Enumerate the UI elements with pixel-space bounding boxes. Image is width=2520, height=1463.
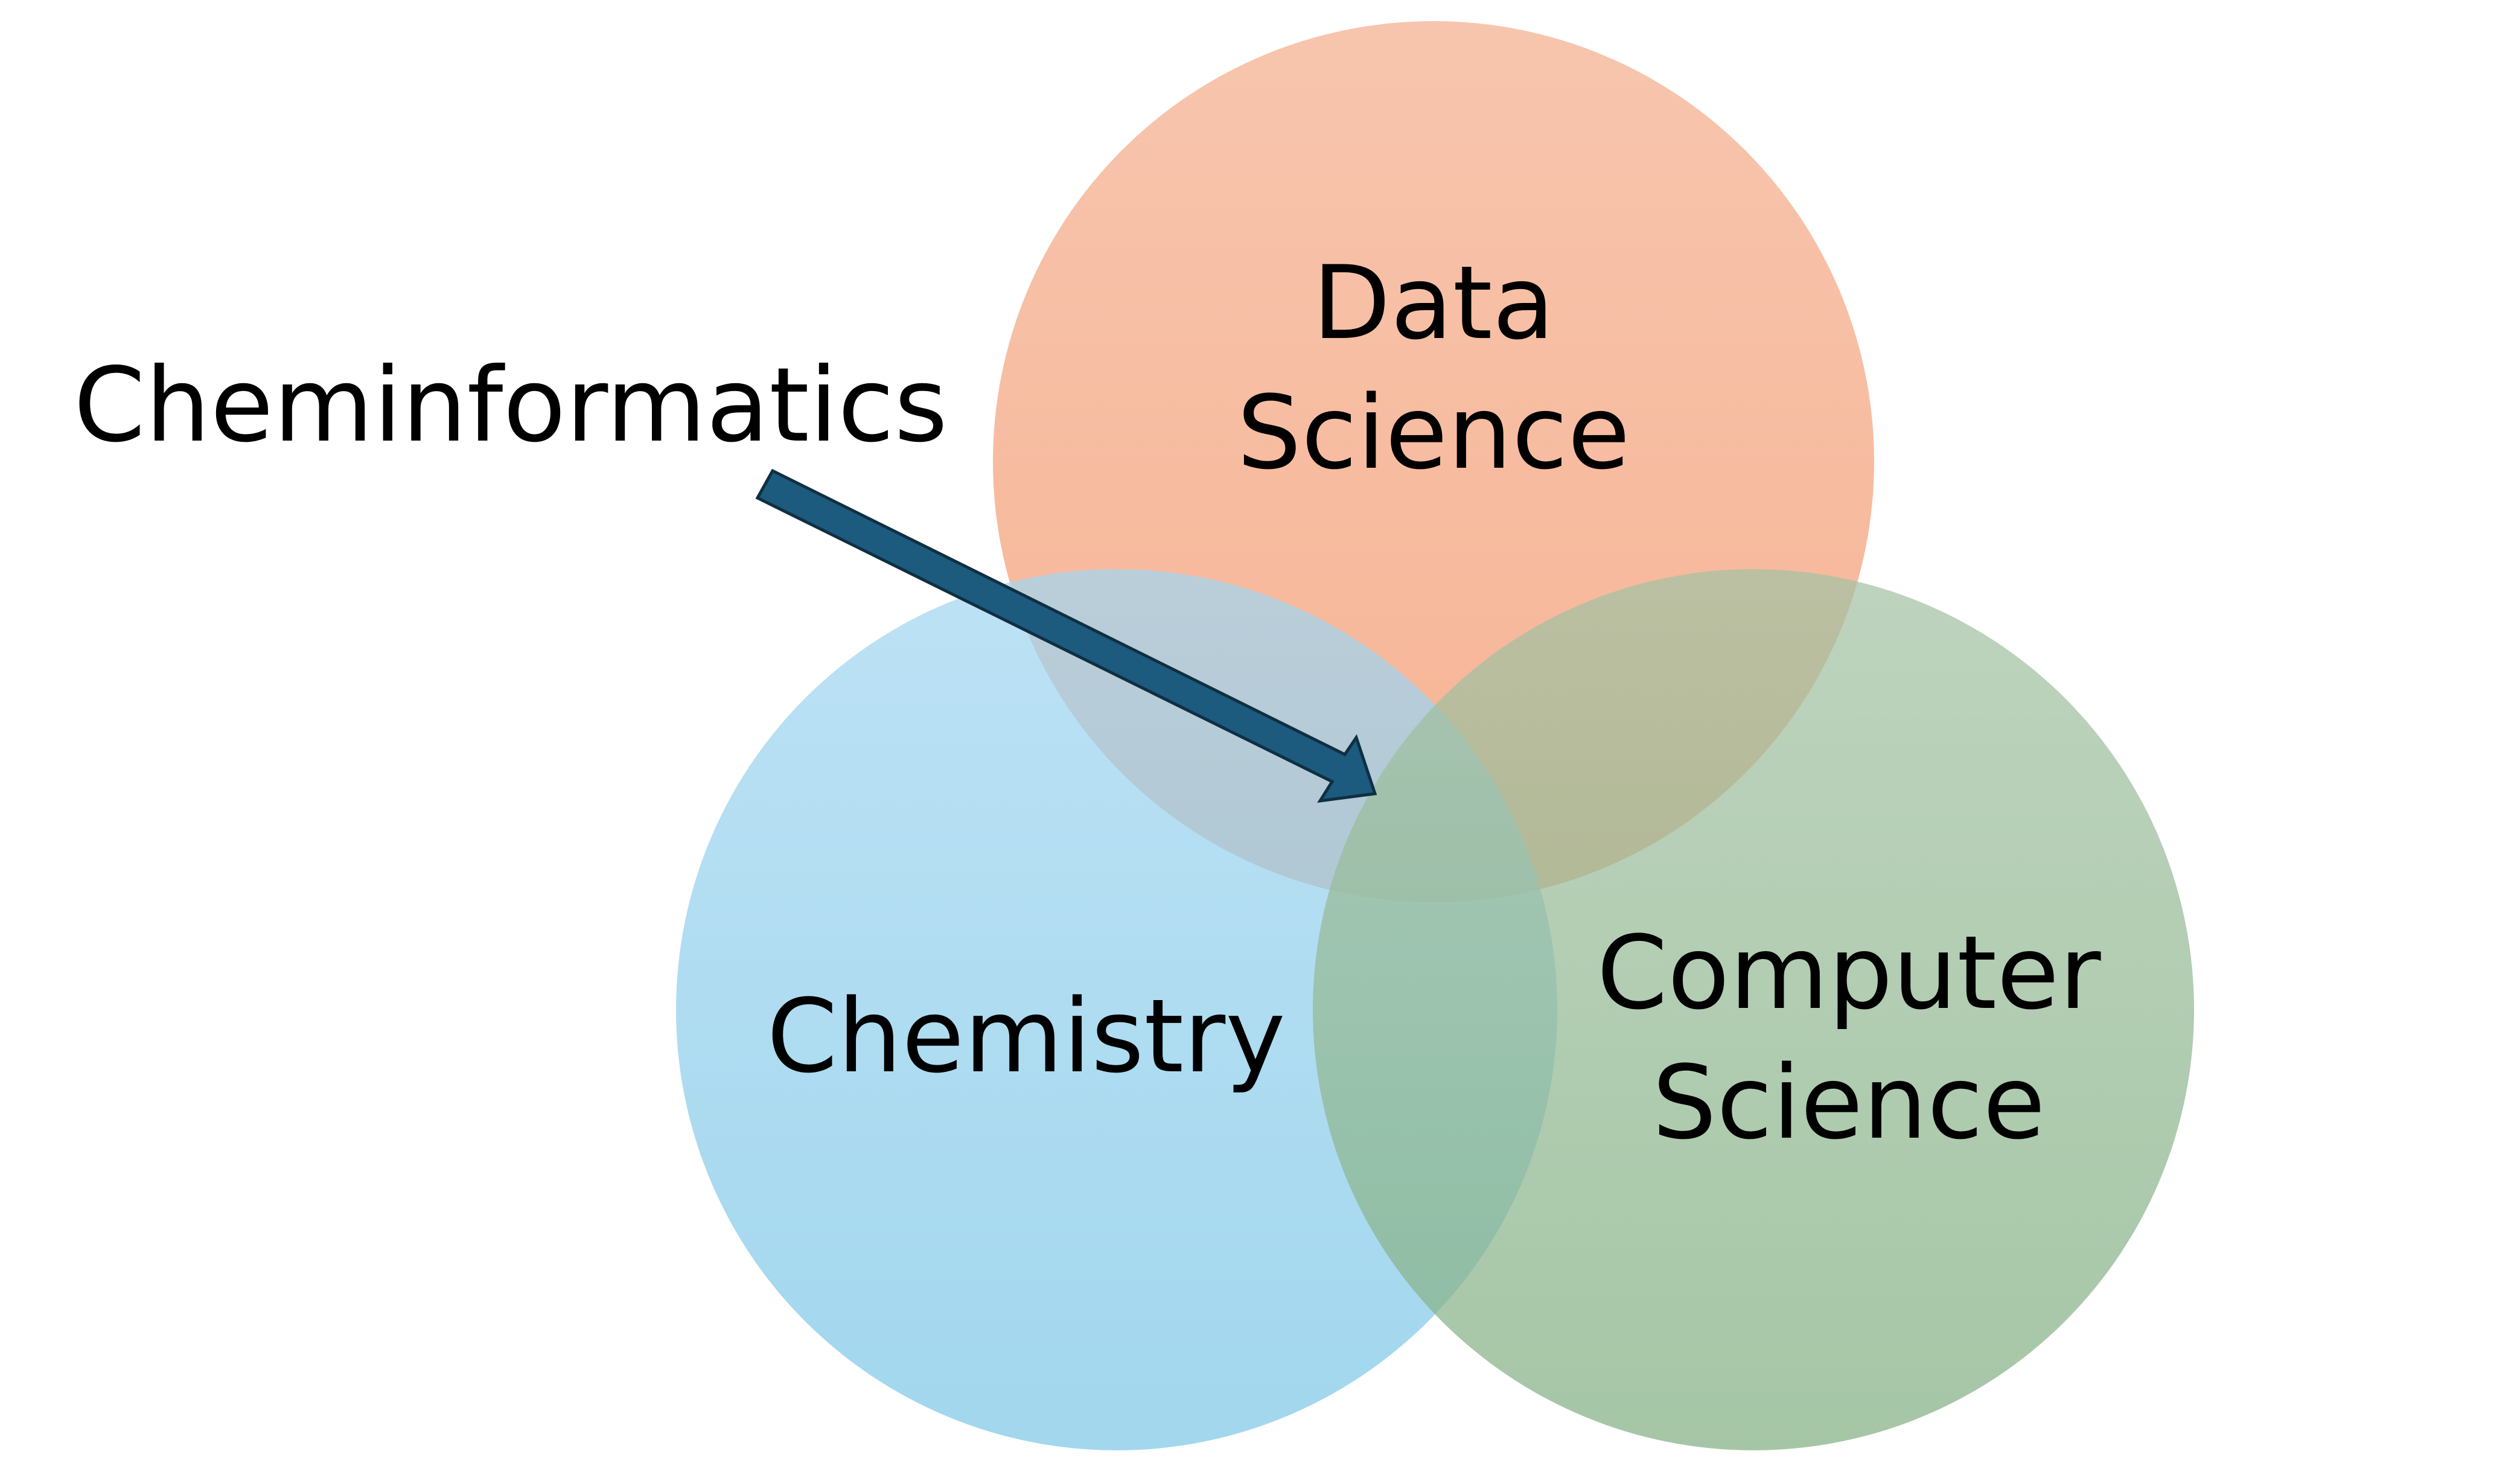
computer-science-label-line1: Computer bbox=[1597, 914, 2101, 1032]
data-science-label-line2: Science bbox=[1237, 374, 1630, 492]
computer-science-circle bbox=[1313, 569, 2194, 1450]
data-science-label-line1: Data bbox=[1312, 244, 1554, 362]
chemistry-label: Chemistry bbox=[767, 977, 1285, 1095]
arrow-right-down-icon bbox=[755, 468, 1377, 803]
computer-science-label-line2: Science bbox=[1652, 1044, 2045, 1162]
cheminformatics-label: Cheminformatics bbox=[74, 346, 948, 465]
